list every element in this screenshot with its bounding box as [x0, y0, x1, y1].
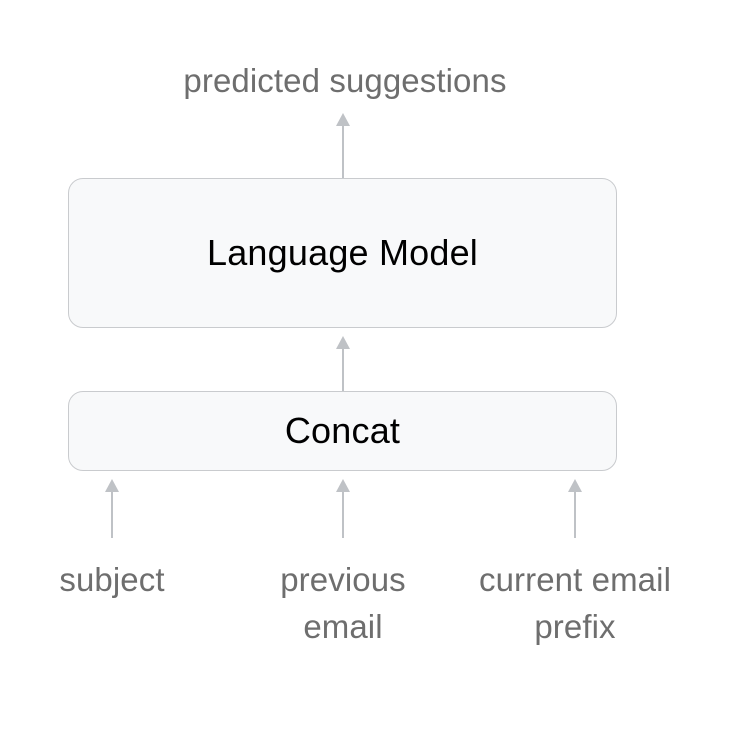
input-label-subject: subject	[59, 561, 165, 598]
arrow-shaft	[111, 488, 114, 538]
arrow-language-model-to-output	[336, 113, 350, 179]
node-concat-label: Concat	[284, 410, 401, 451]
input-label-current-email-prefix: current email prefix	[478, 561, 672, 645]
arrow-previous-email-to-concat	[336, 479, 350, 538]
arrow-shaft	[342, 122, 345, 179]
node-language-model-label: Language Model	[206, 232, 479, 273]
input-label-previous-email: previous email	[280, 561, 406, 645]
arrow-current-email-prefix-to-concat	[568, 479, 582, 538]
arrowhead-icon	[336, 479, 350, 492]
arrow-concat-to-language-model	[336, 336, 350, 392]
node-concat[interactable]: Concat	[68, 391, 617, 471]
arrowhead-icon	[105, 479, 119, 492]
arrowhead-icon	[568, 479, 582, 492]
arrowhead-icon	[336, 113, 350, 126]
arrow-shaft	[574, 488, 577, 538]
arrow-shaft	[342, 345, 345, 392]
node-language-model[interactable]: Language Model	[68, 178, 617, 328]
output-label-predicted-suggestions: predicted suggestions	[183, 62, 507, 99]
arrow-shaft	[342, 488, 345, 538]
arrowhead-icon	[336, 336, 350, 349]
arrow-subject-to-concat	[105, 479, 119, 538]
